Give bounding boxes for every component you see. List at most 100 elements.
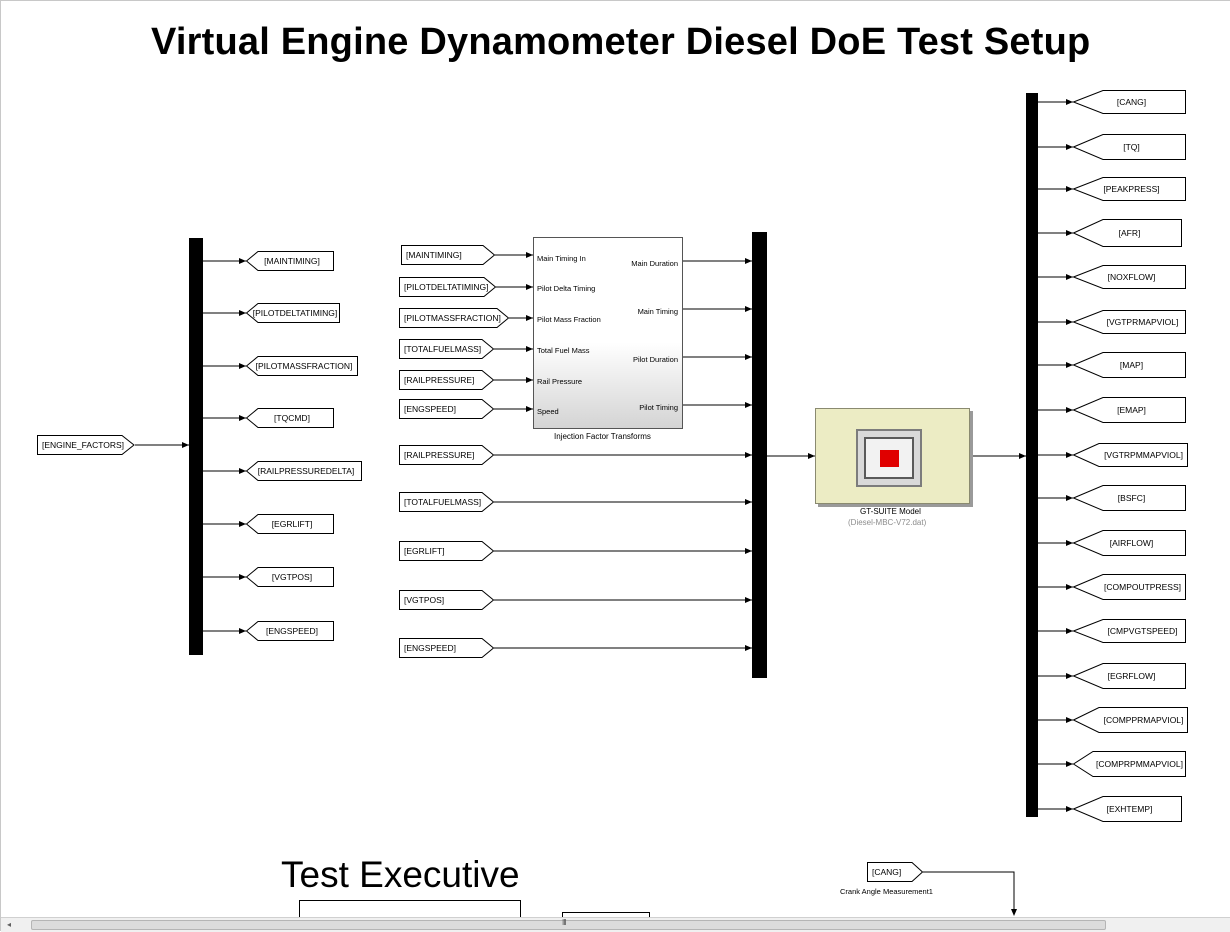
wire-mid-bus-2[interactable]: [494, 548, 752, 554]
port-main-timing-in: Main Timing In: [537, 254, 586, 263]
goto-tag-egrlift[interactable]: [EGRLIFT]: [245, 514, 334, 534]
wire-right-goto-5[interactable]: [1038, 319, 1073, 325]
wire-injection-in-0[interactable]: [495, 252, 533, 258]
wire-left-goto-4[interactable]: [203, 468, 246, 474]
from-tag-engspeed[interactable]: [ENGSPEED]: [399, 399, 495, 419]
goto-tag-maintiming[interactable]: [MAINTIMING]: [245, 251, 334, 271]
wire-right-goto-14[interactable]: [1038, 717, 1073, 723]
wire-crank-angle[interactable]: [923, 871, 1015, 909]
wire-right-goto-13[interactable]: [1038, 673, 1073, 679]
left-demux-bar[interactable]: [189, 238, 203, 655]
goto-tag-pilotmassfraction[interactable]: [PILOTMASSFRACTION]: [245, 356, 358, 376]
from-tag-railpressure-2[interactable]: [RAILPRESSURE]: [399, 445, 495, 465]
scroll-left-arrow-icon[interactable]: ◂: [6, 920, 11, 929]
from-tag-totalfuelmass-2[interactable]: [TOTALFUELMASS]: [399, 492, 495, 512]
from-tag-railpressure[interactable]: [RAILPRESSURE]: [399, 370, 495, 390]
goto-tag-comprpmmapviol[interactable]: [COMPRPMMAPVIOL]: [1072, 751, 1186, 777]
wire-right-goto-1[interactable]: [1038, 144, 1073, 150]
goto-tag-vgtprmapviol[interactable]: [VGTPRMAPVIOL]: [1072, 310, 1186, 334]
scrollbar-grip-icon: III: [562, 918, 567, 927]
goto-tag-vgtrpmmapviol[interactable]: [VGTRPMMAPVIOL]: [1072, 443, 1188, 467]
from-tag-maintiming[interactable]: [MAINTIMING]: [401, 245, 496, 265]
wire-left-goto-3[interactable]: [203, 415, 246, 421]
goto-tag-pilotdeltatiming[interactable]: [PILOTDELTATIMING]: [245, 303, 340, 323]
goto-tag-engspeed[interactable]: [ENGSPEED]: [245, 621, 334, 641]
mid-mux-bar[interactable]: [752, 232, 767, 678]
from-tag-vgtpos[interactable]: [VGTPOS]: [399, 590, 495, 610]
wire-right-goto-15[interactable]: [1038, 761, 1073, 767]
wire-right-goto-9[interactable]: [1038, 495, 1073, 501]
gt-suite-model-block[interactable]: [815, 408, 970, 504]
goto-tag-emap[interactable]: [EMAP]: [1072, 397, 1186, 423]
wire-mid-bus-4[interactable]: [494, 645, 752, 651]
goto-tag-railpressuredelta[interactable]: [RAILPRESSUREDELTA]: [245, 461, 362, 481]
from-tag-engine-factors[interactable]: [ENGINE_FACTORS]: [37, 435, 135, 455]
from-tag-totalfuelmass[interactable]: [TOTALFUELMASS]: [399, 339, 495, 359]
wire-left-goto-6[interactable]: [203, 574, 246, 580]
wire-right-goto-4[interactable]: [1038, 274, 1073, 280]
wire-right-goto-0[interactable]: [1038, 99, 1073, 105]
wire-injection-out-1[interactable]: [683, 306, 752, 312]
wire-left-goto-7[interactable]: [203, 628, 246, 634]
wire-right-goto-6[interactable]: [1038, 362, 1073, 368]
port-speed: Speed: [537, 407, 559, 416]
lower-block-partial[interactable]: [562, 912, 650, 918]
from-tag-egrlift[interactable]: [EGRLIFT]: [399, 541, 495, 561]
wire-injection-out-2[interactable]: [683, 354, 752, 360]
port-pilot-timing: Pilot Timing: [639, 403, 678, 412]
goto-tag-tq[interactable]: [TQ]: [1072, 134, 1186, 160]
wire-mid-bus-1[interactable]: [494, 499, 752, 505]
wire-injection-in-1[interactable]: [496, 284, 533, 290]
wire-right-goto-10[interactable]: [1038, 540, 1073, 546]
test-executive-block[interactable]: [299, 900, 521, 918]
wire-mid-bus-0[interactable]: [494, 452, 752, 458]
wire-crank-angle-arrowhead: [1011, 909, 1017, 916]
wire-to-gt-suite[interactable]: [767, 453, 815, 459]
from-tag-pilotdeltatiming[interactable]: [PILOTDELTATIMING]: [399, 277, 497, 297]
goto-tag-compoutpress[interactable]: [COMPOUTPRESS]: [1072, 574, 1186, 600]
goto-tag-cang[interactable]: [CANG]: [1072, 90, 1186, 114]
wire-left-goto-5[interactable]: [203, 521, 246, 527]
wire-mid-bus-3[interactable]: [494, 597, 752, 603]
right-demux-bar[interactable]: [1026, 93, 1038, 817]
wire-gt-to-bus[interactable]: [970, 453, 1026, 459]
scrollbar-thumb[interactable]: III: [31, 918, 1106, 930]
goto-tag-cmpvgtspeed[interactable]: [CMPVGTSPEED]: [1072, 619, 1186, 643]
goto-tag-map[interactable]: [MAP]: [1072, 352, 1186, 378]
goto-tag-peakpress[interactable]: [PEAKPRESS]: [1072, 177, 1186, 201]
wire-engine-factors[interactable]: [135, 442, 189, 448]
wire-injection-in-3[interactable]: [494, 346, 533, 352]
injection-factor-transforms-block[interactable]: Main Timing In Pilot Delta Timing Pilot …: [533, 237, 683, 429]
wire-injection-out-3[interactable]: [683, 402, 752, 408]
from-tag-crank-angle[interactable]: [CANG]: [867, 862, 924, 882]
wire-left-goto-1[interactable]: [203, 310, 246, 316]
wire-right-goto-7[interactable]: [1038, 407, 1073, 413]
wire-injection-out-0[interactable]: [683, 258, 752, 264]
wire-left-goto-0[interactable]: [203, 258, 246, 264]
wire-injection-in-5[interactable]: [494, 406, 533, 412]
goto-tag-egrflow[interactable]: [EGRFLOW]: [1072, 663, 1186, 689]
goto-tag-bsfc[interactable]: [BSFC]: [1072, 485, 1186, 511]
goto-tag-compprmapviol[interactable]: [COMPPRMAPVIOL]: [1072, 707, 1188, 733]
wire-right-goto-11[interactable]: [1038, 584, 1073, 590]
wire-left-goto-2[interactable]: [203, 363, 246, 369]
gt-suite-block-name: GT-SUITE Model: [860, 507, 921, 516]
goto-tag-exhtemp[interactable]: [EXHTEMP]: [1072, 796, 1182, 822]
wire-right-goto-12[interactable]: [1038, 628, 1073, 634]
goto-tag-tqcmd[interactable]: [TQCMD]: [245, 408, 334, 428]
goto-tag-noxflow[interactable]: [NOXFLOW]: [1072, 265, 1186, 289]
wire-right-goto-8[interactable]: [1038, 452, 1073, 458]
goto-tag-vgtpos[interactable]: [VGTPOS]: [245, 567, 334, 587]
wire-right-goto-3[interactable]: [1038, 230, 1073, 236]
wire-injection-in-2[interactable]: [509, 315, 533, 321]
goto-tag-afr[interactable]: [AFR]: [1072, 219, 1182, 247]
wire-right-goto-2[interactable]: [1038, 186, 1073, 192]
horizontal-scrollbar[interactable]: ◂ III: [1, 917, 1230, 932]
goto-tag-airflow[interactable]: [AIRFLOW]: [1072, 530, 1186, 556]
wire-injection-in-4[interactable]: [494, 377, 533, 383]
from-tag-engspeed-2[interactable]: [ENGSPEED]: [399, 638, 495, 658]
port-pilot-mass-fraction: Pilot Mass Fraction: [537, 315, 601, 324]
wire-right-goto-16[interactable]: [1038, 806, 1073, 812]
from-tag-pilotmassfraction[interactable]: [PILOTMASSFRACTION]: [399, 308, 510, 328]
